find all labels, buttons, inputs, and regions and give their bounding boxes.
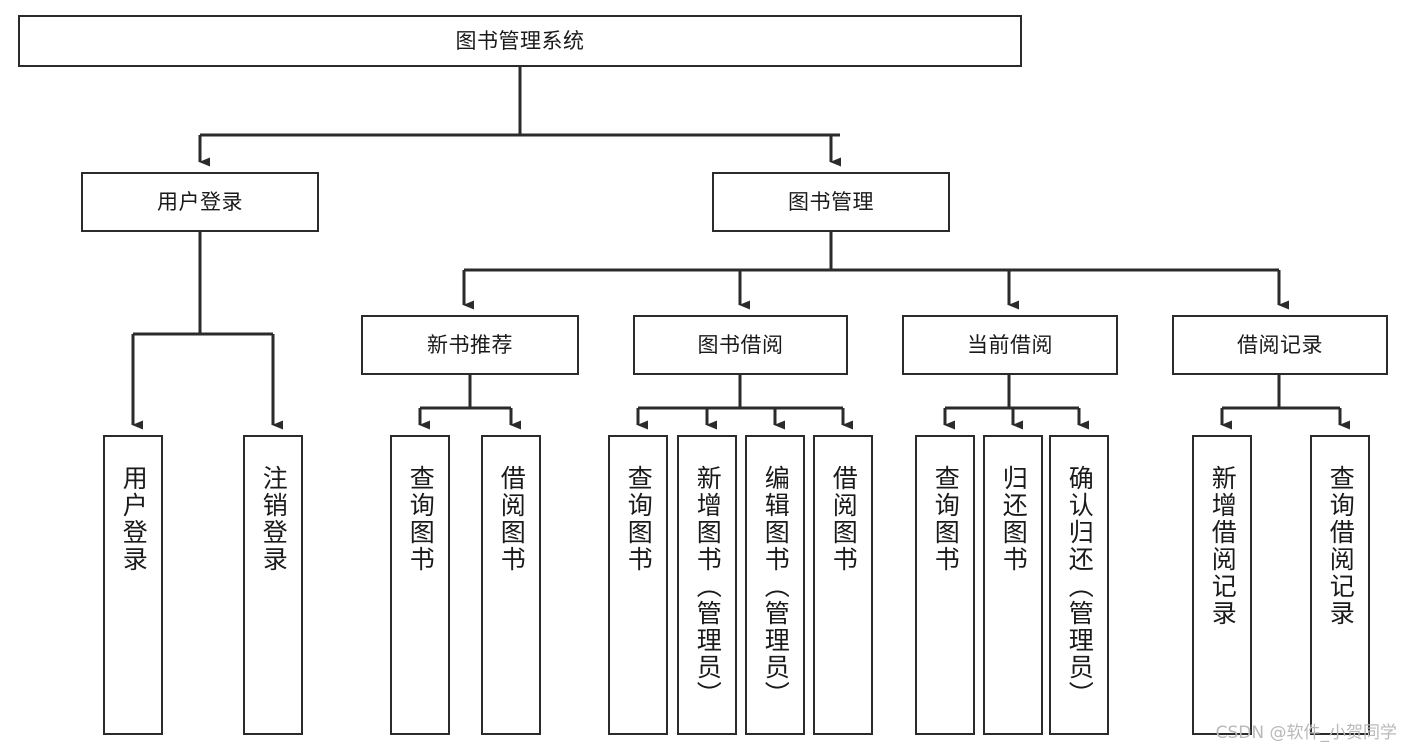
node-borrow-record[interactable]: 借阅记录 — [1172, 315, 1388, 375]
node-leaf-query-book-2[interactable]: 查询图书 — [608, 435, 668, 735]
node-new-book-rec[interactable]: 新书推荐 — [361, 315, 579, 375]
node-leaf-query-book-3[interactable]: 查询图书 — [915, 435, 975, 735]
node-root-label: 图书管理系统 — [455, 28, 585, 53]
node-leaf-borrow-book-2[interactable]: 借阅图书 — [813, 435, 873, 735]
node-current-borrow-label: 当前借阅 — [967, 332, 1053, 357]
node-leaf-user-login-label: 用户登录 — [119, 465, 149, 573]
node-book-borrow[interactable]: 图书借阅 — [633, 315, 848, 375]
node-leaf-query-book-1-label: 查询图书 — [406, 465, 436, 573]
node-leaf-query-record-label: 查询借阅记录 — [1326, 465, 1356, 627]
node-user-login-label: 用户登录 — [157, 189, 243, 214]
node-leaf-return-book[interactable]: 归还图书 — [983, 435, 1043, 735]
node-leaf-add-record[interactable]: 新增借阅记录 — [1192, 435, 1252, 735]
node-leaf-user-login[interactable]: 用户登录 — [103, 435, 163, 735]
node-leaf-query-book-2-label: 查询图书 — [624, 465, 654, 573]
csdn-watermark: CSDN @软件_小贺同学 — [1215, 723, 1397, 743]
node-leaf-borrow-book-2-label: 借阅图书 — [829, 465, 859, 573]
node-leaf-confirm-return[interactable]: 确认归还（管理员） — [1049, 435, 1109, 735]
node-leaf-query-book-1[interactable]: 查询图书 — [390, 435, 450, 735]
node-borrow-record-label: 借阅记录 — [1237, 332, 1323, 357]
node-leaf-borrow-book-1-label: 借阅图书 — [497, 465, 527, 573]
node-leaf-logout[interactable]: 注销登录 — [243, 435, 303, 735]
node-root[interactable]: 图书管理系统 — [18, 15, 1022, 67]
node-book-borrow-label: 图书借阅 — [697, 332, 784, 357]
node-leaf-borrow-book-1[interactable]: 借阅图书 — [481, 435, 541, 735]
node-leaf-logout-label: 注销登录 — [259, 465, 289, 573]
node-leaf-edit-book[interactable]: 编辑图书（管理员） — [745, 435, 805, 735]
node-leaf-return-book-label: 归还图书 — [999, 465, 1029, 573]
node-current-borrow[interactable]: 当前借阅 — [902, 315, 1118, 375]
node-leaf-query-book-3-label: 查询图书 — [931, 465, 961, 573]
node-book-manage[interactable]: 图书管理 — [712, 172, 950, 232]
node-leaf-query-record[interactable]: 查询借阅记录 — [1310, 435, 1370, 735]
node-new-book-rec-label: 新书推荐 — [427, 332, 513, 357]
node-leaf-edit-book-label: 编辑图书（管理员） — [761, 465, 791, 708]
node-leaf-add-book-label: 新增图书（管理员） — [693, 465, 723, 708]
node-leaf-confirm-return-label: 确认归还（管理员） — [1065, 465, 1095, 708]
node-user-login[interactable]: 用户登录 — [81, 172, 319, 232]
node-leaf-add-book[interactable]: 新增图书（管理员） — [677, 435, 737, 735]
node-book-manage-label: 图书管理 — [788, 189, 874, 214]
node-leaf-add-record-label: 新增借阅记录 — [1208, 465, 1238, 627]
